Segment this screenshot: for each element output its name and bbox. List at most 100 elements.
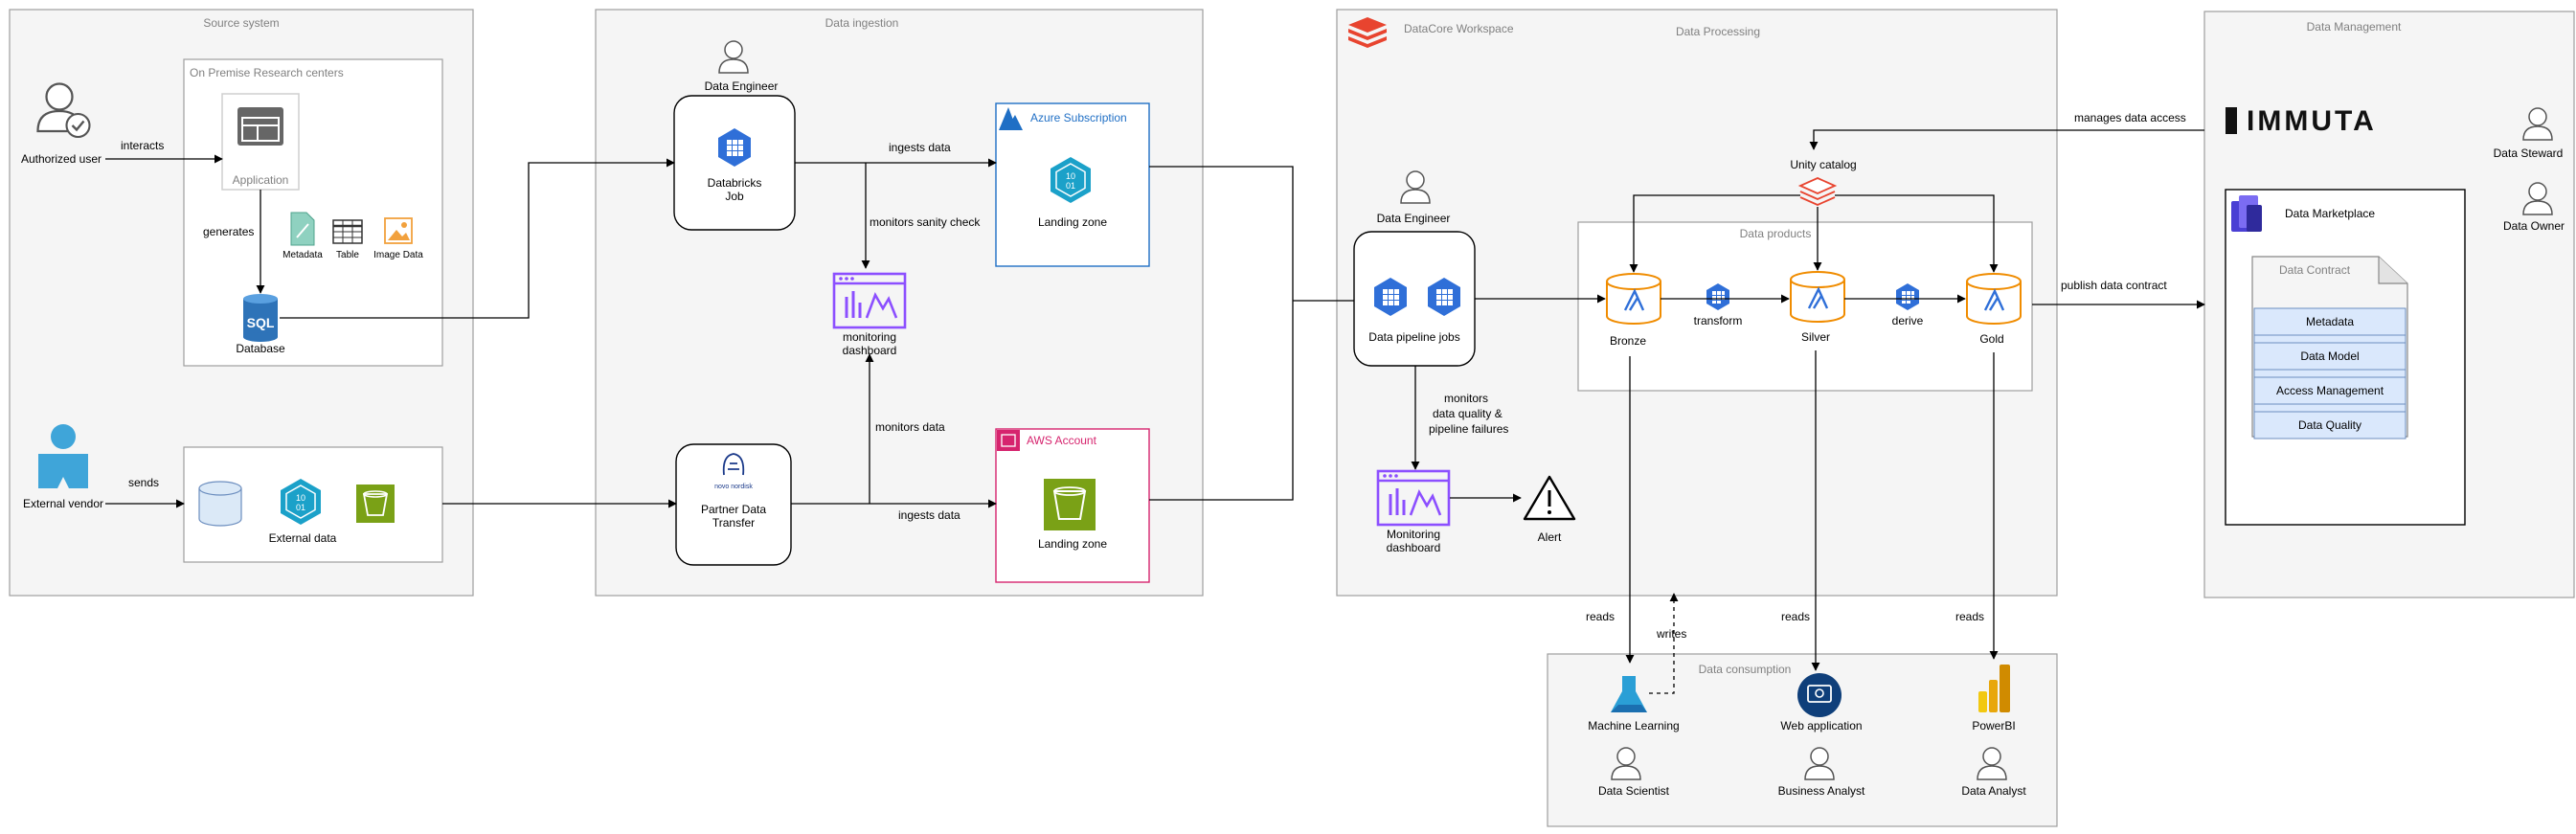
authorized-user-label: Authorized user bbox=[21, 152, 102, 166]
gold-icon bbox=[1965, 272, 2022, 326]
alert-label: Alert bbox=[1538, 530, 1562, 544]
aws-account-title: AWS Account bbox=[1027, 434, 1097, 447]
workspace-title: DataCore Workspace bbox=[1404, 22, 1514, 35]
image-data-label: Image Data bbox=[373, 250, 423, 260]
contract-row-label: Access Management bbox=[2276, 384, 2384, 397]
external-vendor-label: External vendor bbox=[23, 497, 103, 510]
data-consumption-title: Data consumption bbox=[1699, 663, 1792, 676]
landing-zone-azure-label: Landing zone bbox=[1038, 215, 1107, 229]
database-icon: SQL bbox=[243, 294, 278, 342]
table-label: Table bbox=[336, 250, 359, 260]
data-owner-label: Data Owner bbox=[2503, 219, 2565, 233]
data-scientist-label: Data Scientist bbox=[1598, 784, 1670, 798]
edge-monitors-sanity-label: monitors sanity check bbox=[870, 215, 981, 229]
aws-account-icon bbox=[997, 430, 1020, 451]
table-icon bbox=[332, 219, 363, 244]
edge-reads-silver-label: reads bbox=[1781, 610, 1810, 623]
contract-row-spacer bbox=[2253, 334, 2407, 344]
edge-interacts-label: interacts bbox=[121, 139, 164, 152]
data-engineer-1-label: Data Engineer bbox=[705, 79, 779, 93]
immuta-logo: IMMUTA bbox=[2247, 105, 2377, 137]
data-contract-title: Data Contract bbox=[2279, 263, 2351, 277]
contract-row-label: Metadata bbox=[2306, 315, 2354, 328]
application-icon bbox=[237, 107, 283, 146]
edge-database-to-job bbox=[280, 158, 675, 319]
contract-row-spacer bbox=[2253, 403, 2407, 413]
bronze-label: Bronze bbox=[1610, 334, 1646, 348]
silver-icon bbox=[1789, 270, 1846, 324]
contract-row-label: Data Quality bbox=[2298, 418, 2361, 432]
edge-monitors-quality-label-2: data quality & bbox=[1433, 407, 1503, 420]
machine-learning-label: Machine Learning bbox=[1588, 719, 1679, 733]
data-engineer-2-label: Data Engineer bbox=[1377, 212, 1451, 225]
edge-reads-bronze-label: reads bbox=[1586, 610, 1615, 623]
alert-icon bbox=[1523, 475, 1576, 521]
edge-catalog-to-bronze bbox=[1629, 194, 1800, 273]
immuta-mark-icon bbox=[2226, 107, 2237, 134]
edge-monitors-quality-label-3: pipeline failures bbox=[1429, 422, 1508, 436]
edge-reads-gold-label: reads bbox=[1955, 610, 1984, 623]
data-products-title: Data products bbox=[1740, 227, 1812, 240]
sql-text: SQL bbox=[247, 315, 275, 330]
edge-monitors-quality-label-1: monitors bbox=[1444, 392, 1488, 405]
data-management-title: Data Management bbox=[2307, 20, 2402, 34]
edge-landing-merge bbox=[1149, 166, 1294, 501]
derive-label: derive bbox=[1892, 314, 1924, 327]
novo-nordisk-logo-icon: novo nordisk bbox=[714, 453, 753, 490]
image-data-icon bbox=[384, 217, 413, 244]
azure-subscription-title: Azure Subscription bbox=[1030, 111, 1127, 124]
external-data-label: External data bbox=[269, 531, 337, 545]
pipeline-jobs-label: Data pipeline jobs bbox=[1368, 330, 1459, 344]
contract-row-label: Data Model bbox=[2300, 349, 2359, 363]
databricks-logo-icon bbox=[1348, 17, 1387, 48]
edge-monitors-data-label: monitors data bbox=[875, 420, 945, 434]
unity-catalog-label: Unity catalog bbox=[1790, 158, 1856, 171]
azure-icon bbox=[999, 107, 1023, 130]
data-analyst-label: Data Analyst bbox=[1961, 784, 2026, 798]
landing-zone-aws-label: Landing zone bbox=[1038, 537, 1107, 551]
business-analyst-label: Business Analyst bbox=[1778, 784, 1865, 798]
edge-ingests-aws-label: ingests data bbox=[898, 508, 960, 522]
web-application-icon bbox=[1797, 673, 1842, 717]
landing-zone-aws-icon bbox=[1044, 479, 1096, 530]
edge-sends-label: sends bbox=[128, 476, 159, 489]
contract-row-spacer bbox=[2253, 369, 2407, 378]
silver-label: Silver bbox=[1801, 330, 1830, 344]
edge-catalog-to-gold bbox=[1835, 194, 1999, 273]
edge-ingests-azure-label: ingests data bbox=[889, 141, 951, 154]
edge-manages-access-label: manages data access bbox=[2074, 111, 2186, 124]
data-marketplace-label: Data Marketplace bbox=[2285, 207, 2375, 220]
bucket-icon bbox=[356, 485, 395, 523]
data-processing-title: Data Processing bbox=[1676, 25, 1760, 38]
machine-learning-icon bbox=[1611, 676, 1647, 712]
data-ingestion-title: Data ingestion bbox=[825, 16, 899, 30]
gold-label: Gold bbox=[1979, 332, 2003, 346]
application-label: Application bbox=[233, 173, 289, 187]
contract-row bbox=[2253, 411, 2407, 440]
edge-writes-label: writes bbox=[1656, 627, 1686, 641]
bronze-icon bbox=[1605, 272, 1662, 326]
authorized-user-icon bbox=[36, 82, 91, 139]
source-system-title: Source system bbox=[203, 16, 279, 30]
edge-manages-access bbox=[1809, 129, 2204, 150]
novo-logo-text: novo nordisk bbox=[714, 484, 753, 490]
web-application-label: Web application bbox=[1780, 719, 1862, 733]
unity-catalog-icon bbox=[1797, 177, 1838, 206]
data-steward-label: Data Steward bbox=[2494, 147, 2564, 160]
data-marketplace-icon bbox=[2231, 195, 2262, 232]
edge-publish-contract-label: publish data contract bbox=[2061, 279, 2167, 292]
database-label: Database bbox=[236, 342, 285, 355]
powerbi-icon bbox=[1978, 665, 2010, 712]
transform-label: transform bbox=[1694, 314, 1743, 327]
powerbi-label: PowerBI bbox=[1972, 719, 2015, 733]
external-vendor-icon bbox=[38, 424, 88, 488]
metadata-icon bbox=[290, 212, 315, 246]
contract-row bbox=[2253, 307, 2407, 336]
edge-generates-label: generates bbox=[203, 225, 254, 238]
metadata-label: Metadata bbox=[282, 250, 323, 260]
